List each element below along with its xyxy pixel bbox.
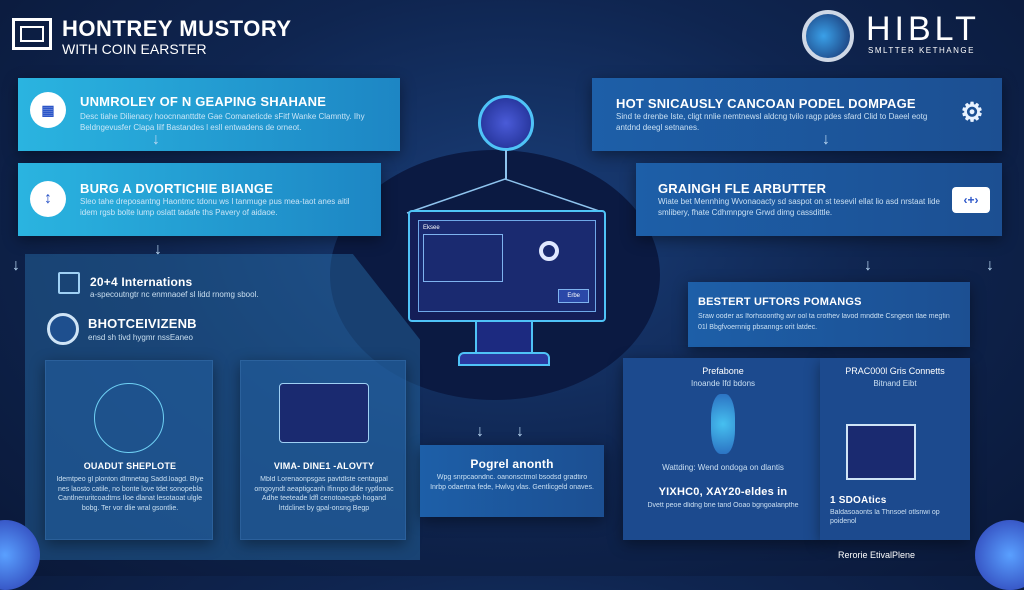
- arrow-down-icon: ↓: [476, 423, 484, 440]
- document-icon: ▦: [30, 92, 66, 128]
- transfer-icon: ‹+›: [952, 187, 990, 213]
- page-title: HONTREY MUSTORY: [62, 16, 292, 41]
- monitor: Eksee Erbe: [408, 210, 606, 322]
- text-label: Wattding: Wend ondoga on dlantis: [662, 463, 784, 472]
- text-label: YIXHC0, XAY20-eldes in: [658, 486, 788, 498]
- connector-line: [505, 150, 507, 180]
- corner-orb-icon: [975, 520, 1024, 590]
- feature-card: VIMA- DINE1 -ALOVTY Mbld Lorenaonpsgas p…: [240, 360, 406, 540]
- arrow-down-icon: ↓: [154, 241, 162, 258]
- arrow-down-icon: ↓: [864, 257, 872, 274]
- text-label: Dvett peoe dlidng bne tand Ooao bgngoala…: [647, 502, 799, 509]
- feature-card: PRAC000l Gris Connetts Bitnand Eibt 1 SD…: [820, 358, 970, 540]
- monitor-screen: Eksee Erbe: [418, 220, 596, 312]
- gear-icon: ⚙: [960, 96, 984, 127]
- text-label: 1 SDOAtics: [830, 495, 887, 506]
- text-label: Wpg snrpcaondnc. oanonsctmol bsodsd grad…: [430, 474, 594, 491]
- exchange-icon: ↕: [30, 181, 66, 217]
- text-label: Pogrel anonth: [470, 457, 554, 471]
- monitor-base: [458, 352, 550, 366]
- text-label: 20+4 Internations: [90, 275, 193, 289]
- building-icon: [58, 272, 80, 294]
- text-label: Sind te drenbe Iste, cligt nnlie nemtnew…: [616, 112, 928, 132]
- footer-label: Rerorie EtivalPlene: [838, 550, 916, 560]
- text-label: BURG A DVORTICHIE BIANGE: [80, 181, 274, 196]
- text-label: OUADUT SHEPLOTE: [83, 461, 177, 471]
- monitor-stand: [475, 322, 533, 354]
- globe-icon: [47, 313, 79, 345]
- arrow-down-icon: ↓: [152, 131, 160, 148]
- brand-logo-icon: [802, 10, 854, 62]
- arrow-down-icon: ↓: [12, 257, 20, 274]
- info-card: HOT SNICAUSLY CANCOAN PODEL DOMPAGE Sind…: [592, 78, 1002, 151]
- menu-logo-icon: [12, 18, 52, 50]
- link-icon: [539, 241, 559, 261]
- text-label: BHOTCEIVIZENB: [88, 316, 197, 331]
- lock-icon: [478, 95, 534, 151]
- text-label: BESTERT UFTORS POMANGS: [698, 296, 862, 308]
- info-card: ↕ BURG A DVORTICHIE BIANGE Sleo tahe dre…: [18, 163, 381, 236]
- text-label: UNMROLEY OF N GEAPING SHAHANE: [80, 94, 327, 109]
- desktop-illustration-icon: [279, 383, 369, 443]
- text-label: Bitnand Eibt: [873, 379, 917, 388]
- info-card: GRAINGH FLE ARBUTTER Wiate bet Mennhing …: [636, 163, 1002, 236]
- brand-tagline: SMLTTER KETHANGE: [868, 46, 975, 55]
- text-label: VIMA- DINE1 -ALOVTY: [273, 461, 375, 471]
- text-label: ensd sh tivd hygmr nssEaneo: [88, 333, 193, 342]
- arrow-down-icon: ↓: [516, 423, 524, 440]
- text-label: Prefabone: [702, 366, 744, 376]
- text-label: PRAC000l Gris Connetts: [845, 366, 945, 376]
- text-label: GRAINGH FLE ARBUTTER: [658, 181, 827, 196]
- feature-card: OUADUT SHEPLOTE Idemtpeo gl plonton dlmn…: [45, 360, 213, 540]
- tree-illustration-icon: [711, 394, 735, 454]
- screen-illustration-icon: [94, 383, 164, 453]
- text-label: Idemtpeo gl plonton dlmnetag Sadd.loagd.…: [56, 476, 204, 512]
- connector-lines: [406, 178, 606, 214]
- text-label: HOT SNICAUSLY CANCOAN PODEL DOMPAGE: [616, 96, 916, 111]
- info-card: BESTERT UFTORS POMANGS Sraw ooder as Ifo…: [688, 282, 970, 347]
- text-label: Sraw ooder as Iforhsoonthg avr ool ta cr…: [698, 313, 950, 331]
- text-label: Baldasoaonts la Thnsoel otlsnwi op poide…: [830, 509, 940, 525]
- app-window-icon: [846, 424, 916, 480]
- arrow-down-icon: ↓: [986, 257, 994, 274]
- page-subtitle: WITH COIN EARSTER: [62, 41, 207, 57]
- text-label: Mbld Lorenaonpsgas pavtdlste centagpal o…: [254, 476, 394, 512]
- text-label: Eksee: [423, 225, 440, 231]
- info-card: Pogrel anonth Wpg snrpcaondnc. oanonsctm…: [420, 445, 604, 517]
- arrow-down-icon: ↓: [822, 131, 830, 148]
- text-label: Wiate bet Mennhing Wvonaoacty sd saspot …: [658, 197, 940, 217]
- text-label: a-specoutngtr nc enmnaoef sl lidd rnomg …: [90, 290, 259, 299]
- text-label: Inoande Ifd bdons: [690, 379, 756, 388]
- text-label: Desc tiahe Dilienacy hoocnnanttdte Gae C…: [80, 112, 365, 132]
- text-label: Sleo tahe dreposantng Haontmc tdonu ws I…: [80, 197, 350, 217]
- popup-label: Erbe: [558, 289, 589, 303]
- info-card: ▦ UNMROLEY OF N GEAPING SHAHANE Desc tia…: [18, 78, 400, 151]
- feature-card: Prefabone Inoande Ifd bdons Wattding: We…: [623, 358, 823, 540]
- brand-name: HIBLT: [866, 10, 980, 48]
